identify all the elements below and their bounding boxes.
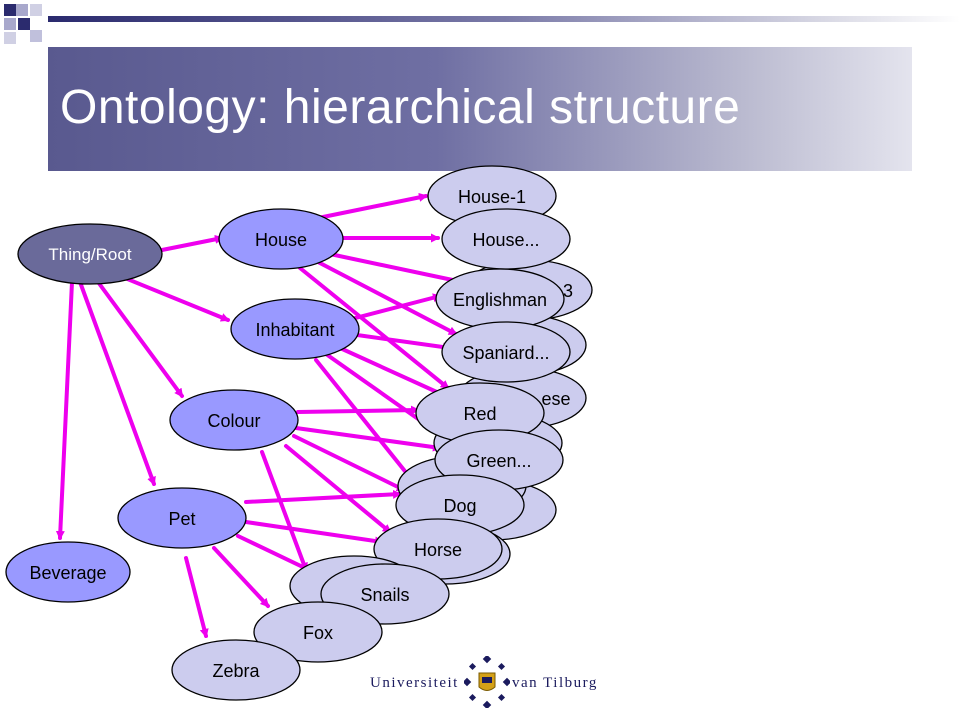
title-bar — [48, 47, 912, 171]
university-logo: Universiteit van Tilburg — [370, 652, 598, 712]
node-label: Horse — [414, 540, 462, 560]
edge-colour-snails — [260, 450, 308, 572]
node-label: Snails — [360, 585, 409, 605]
corner-square — [4, 18, 16, 30]
node-label: Colour — [207, 411, 260, 431]
corner-square — [18, 18, 30, 30]
corner-square — [4, 32, 16, 44]
top-rule — [48, 16, 960, 22]
edge-inhab-spaniard — [348, 332, 452, 352]
edge-root-pet — [78, 280, 156, 486]
node-beverage: Beverage — [5, 541, 131, 603]
edge-root-inhabitant — [118, 274, 230, 322]
edge-pet-zebra — [184, 556, 209, 638]
node-house-etc: House... — [441, 208, 571, 270]
edge-root-house — [160, 234, 224, 252]
edge-inhab-englishman — [338, 293, 442, 324]
logo-text-right: van Tilburg — [512, 675, 598, 691]
edge-house-3 — [328, 252, 464, 285]
node-label: Inhabitant — [255, 320, 334, 340]
page-title: Ontology: hierarchical structure — [60, 81, 741, 134]
edge-house-hidden-a — [316, 260, 458, 336]
node-thing-root: Thing/Root — [17, 223, 163, 285]
node-label: Pet — [168, 509, 195, 529]
edge-pet-horse — [244, 520, 384, 546]
edge-pet-fox — [212, 546, 270, 608]
node-label: House-1 — [458, 187, 526, 207]
edge-colour-green — [292, 434, 406, 492]
corner-square — [16, 4, 28, 16]
node-label: Zebra — [212, 661, 260, 681]
node-englishman: Englishman — [435, 268, 565, 330]
node-label: ese — [541, 389, 570, 409]
node-label: House — [255, 230, 307, 250]
node-label: 3 — [563, 281, 573, 301]
node-label: Beverage — [29, 563, 106, 583]
node-label: Red — [463, 404, 496, 424]
edge-colour-red — [296, 405, 420, 415]
node-fox: Fox — [253, 601, 383, 663]
corner-square — [4, 4, 16, 16]
edge-house-house1 — [316, 192, 428, 220]
node-pet: Pet — [117, 487, 247, 549]
edge-root-beverage — [55, 280, 74, 540]
node-label: Fox — [303, 623, 333, 643]
corner-square — [30, 4, 42, 16]
node-inhabitant: Inhabitant — [230, 298, 360, 360]
node-horse: Horse — [373, 518, 503, 580]
node-spaniard: Spaniard... — [441, 321, 571, 383]
edge-inhab-hidden-b — [314, 358, 422, 492]
logo-text-left: Universiteit — [370, 675, 459, 691]
corner-square — [30, 30, 42, 42]
edge-colour-horse — [284, 444, 392, 534]
seal-icon — [464, 656, 510, 708]
edge-colour-hidden — [294, 426, 442, 452]
node-label: Green... — [466, 451, 531, 471]
edge-root-colour — [96, 280, 184, 398]
node-colour: Colour — [169, 389, 299, 451]
node-label: Dog — [443, 496, 476, 516]
edge-house-hidden-b — [298, 266, 450, 390]
node-red: Red — [415, 382, 545, 444]
node-zebra: Zebra — [171, 639, 301, 701]
node-label: Spaniard... — [462, 343, 549, 363]
edge-inhab-ese — [338, 346, 452, 400]
edge-pet-dog — [244, 489, 402, 504]
node-label: Thing/Root — [48, 245, 131, 264]
node-house: House — [218, 208, 344, 270]
node-label: House... — [472, 230, 539, 250]
node-label: Englishman — [453, 290, 547, 310]
